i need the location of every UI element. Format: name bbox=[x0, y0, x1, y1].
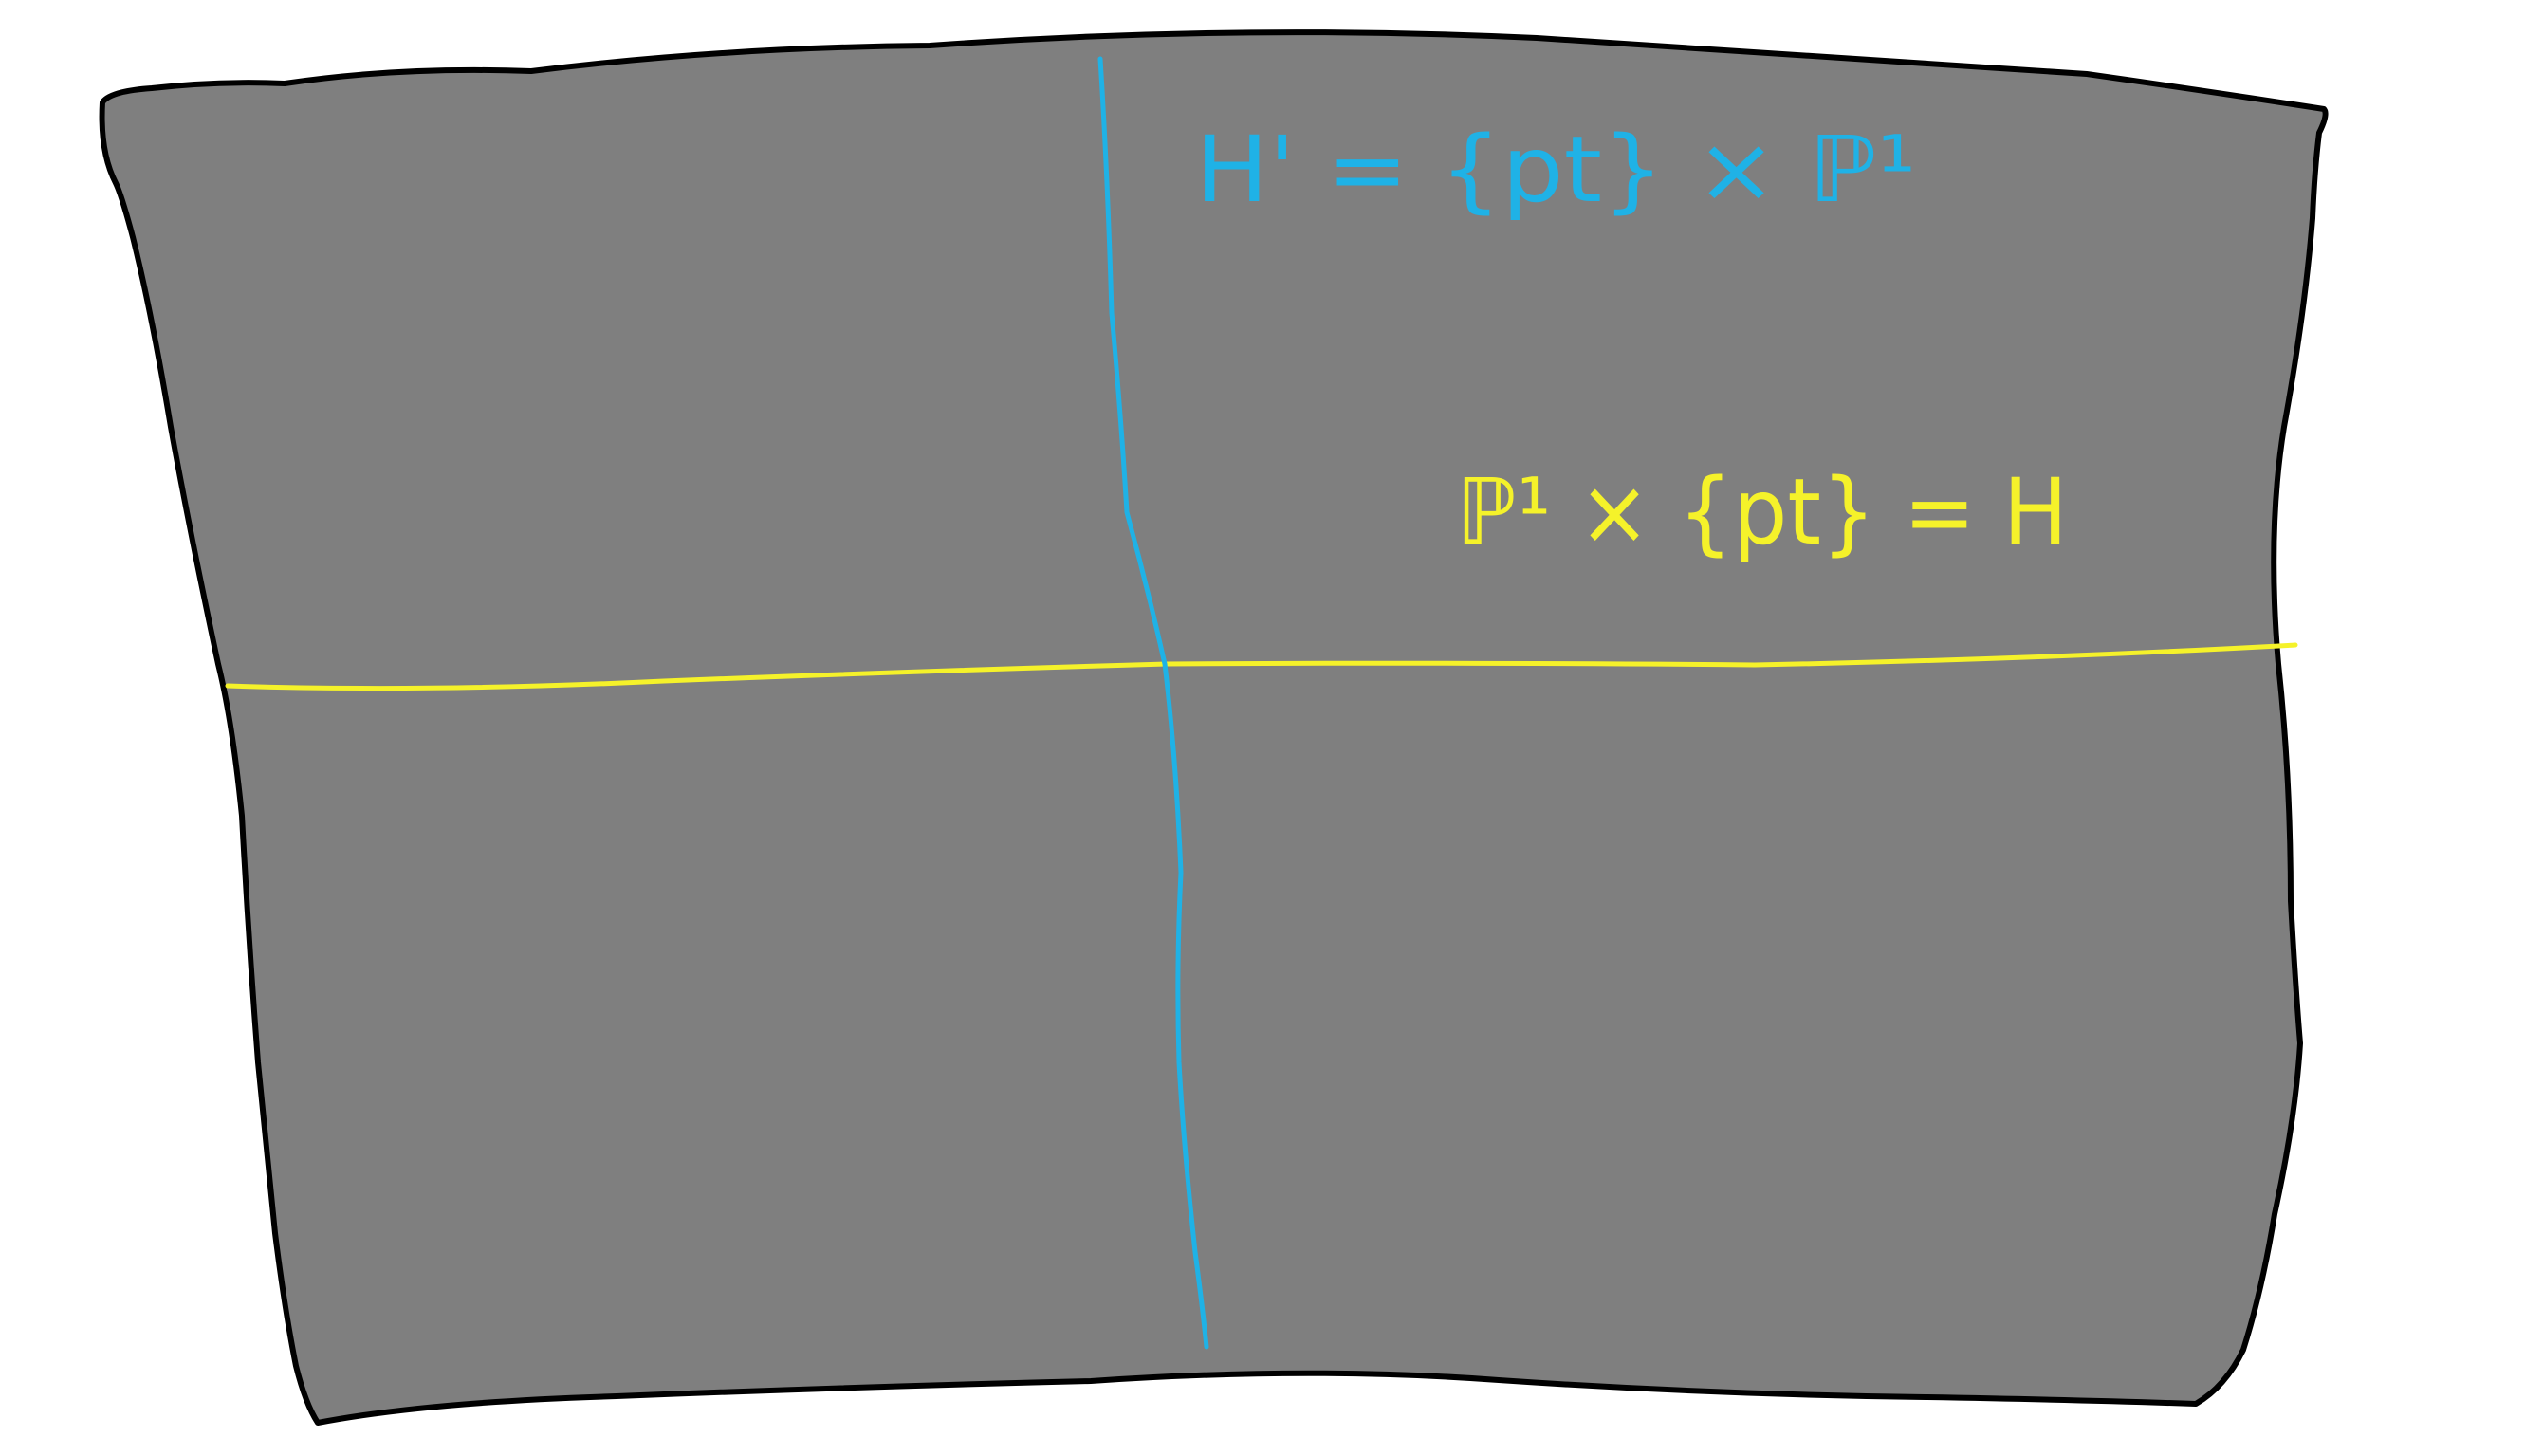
vertical-curve-line bbox=[1097, 56, 1209, 1350]
blue-curve-label: H' = {pt} × ℙ¹ bbox=[1195, 117, 1916, 223]
horizontal-curve-line bbox=[225, 642, 2298, 691]
surface-sheet bbox=[99, 29, 2329, 1426]
yellow-curve-label: ℙ¹ × {pt} = H bbox=[1456, 459, 2068, 565]
